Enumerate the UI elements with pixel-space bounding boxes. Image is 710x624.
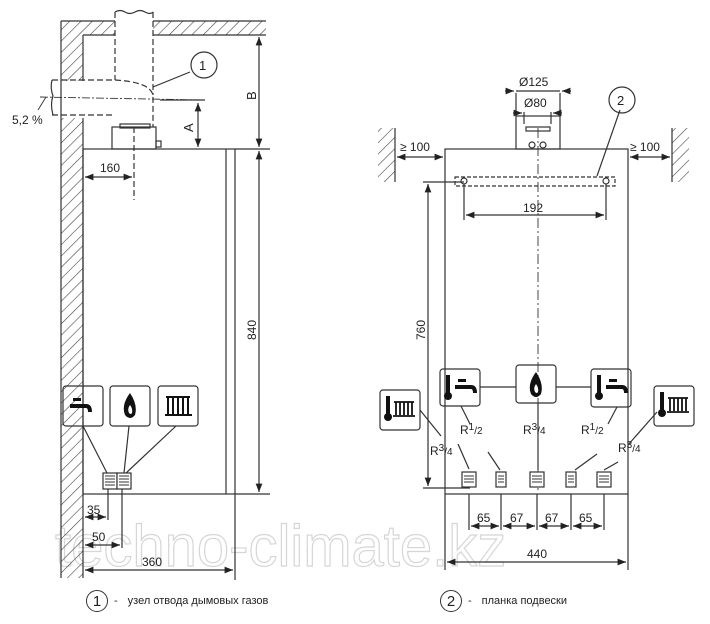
legend-number: 2 <box>440 590 462 612</box>
flame-icon <box>529 372 542 397</box>
spacing-67-a: 67 <box>510 511 524 525</box>
radiator-thermo-icon <box>384 396 415 421</box>
thread-r34-left: R3/4 <box>430 443 453 458</box>
callout-1: 1 <box>199 58 206 73</box>
dim-360: 360 <box>142 555 162 569</box>
clearance-right: ≥ 100 <box>630 140 660 154</box>
dim-35: 35 <box>87 503 101 517</box>
thread-r12-right: R1/2 <box>581 422 604 437</box>
thread-r34-center: R3/4 <box>523 422 546 437</box>
legend-item-2: 2 - планка подвески <box>440 590 567 612</box>
dim-192: 192 <box>523 201 543 215</box>
slope-label: 5,2 % <box>12 113 43 127</box>
watermark: techno-climate.kz <box>55 514 506 579</box>
dim-440: 440 <box>527 547 547 561</box>
legend-number: 1 <box>86 590 108 612</box>
legend-dash: - <box>468 595 472 607</box>
legend-dash: - <box>114 595 118 607</box>
dim-760: 760 <box>414 320 428 340</box>
dim-50: 50 <box>92 530 106 544</box>
legend-text: планка подвески <box>481 595 568 607</box>
dim-160: 160 <box>100 161 120 175</box>
dim-A: A <box>181 123 196 132</box>
clearance-left: ≥ 100 <box>400 140 430 154</box>
spacing-65-a: 65 <box>477 511 491 525</box>
radiator-thermo-icon <box>658 392 689 417</box>
thread-r12-left: R1/2 <box>460 422 483 437</box>
tap-icon <box>70 398 92 412</box>
flame-icon-box <box>109 385 151 427</box>
wall-hatch-upper <box>61 21 83 81</box>
thread-labels: R3/4 R1/2 R3/4 R1/2 R3/4 <box>430 422 641 458</box>
dim-840: 840 <box>245 320 259 340</box>
tap-thermo-icon <box>444 375 477 400</box>
dim-B: B <box>244 91 259 100</box>
radiator-icon-box <box>157 385 199 427</box>
flame-icon <box>123 393 136 418</box>
legend-text: узел отвода дымовых газов <box>127 595 269 607</box>
side-view <box>37 9 270 580</box>
front-view <box>378 86 695 570</box>
wall-hatch-lower <box>61 118 83 578</box>
spacing-67-b: 67 <box>545 511 559 525</box>
left-wall-hatch <box>378 128 395 182</box>
right-wall-hatch <box>672 128 689 182</box>
thread-r34-right: R3/4 <box>618 440 641 455</box>
dim-dia-125: Ø125 <box>519 75 549 89</box>
tap-thermo-icon <box>595 375 628 400</box>
dim-dia-80: Ø80 <box>524 96 547 110</box>
callout-2: 2 <box>617 93 624 108</box>
legend-item-1: 1 - узел отвода дымовых газов <box>86 590 268 612</box>
radiator-icon <box>165 396 192 416</box>
spacing-65-b: 65 <box>579 511 593 525</box>
